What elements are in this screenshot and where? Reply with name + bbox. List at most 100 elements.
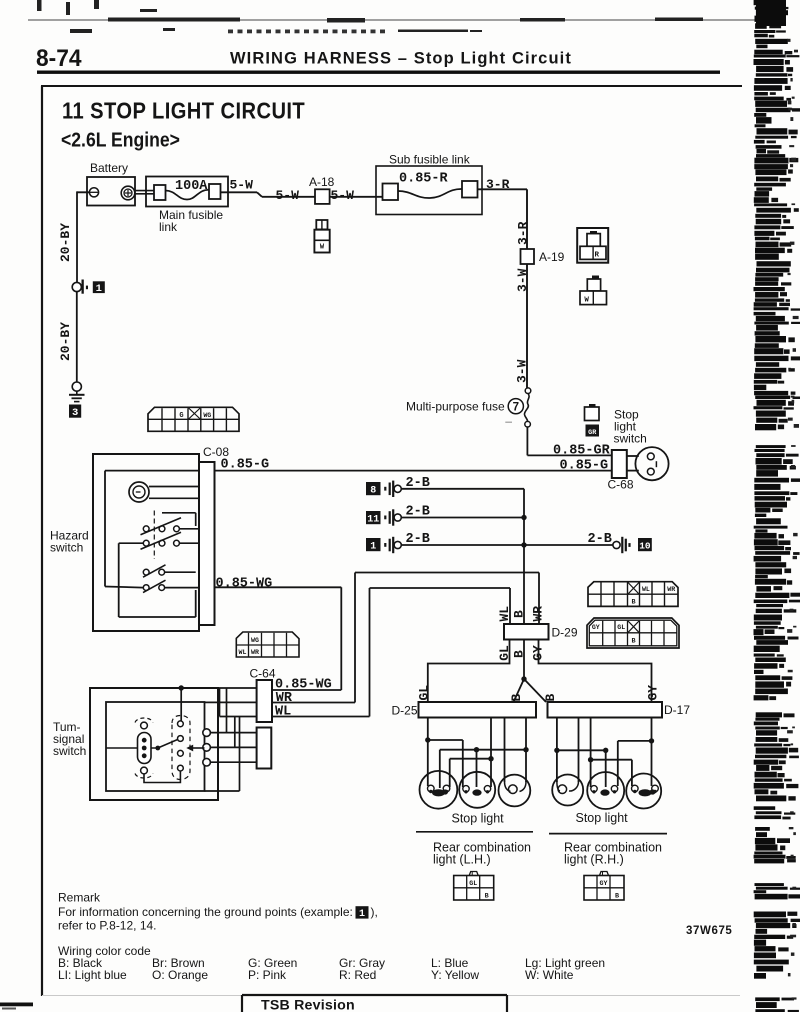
svg-text:GL: GL [617, 624, 625, 631]
svg-text:3-W: 3-W [515, 268, 530, 292]
svg-text:Multi-purpose fuse: Multi-purpose fuse [406, 399, 505, 413]
svg-text:signal: signal [53, 732, 84, 746]
svg-text:GY: GY [600, 880, 608, 887]
svg-text:C-68: C-68 [608, 478, 634, 492]
svg-text:Remark: Remark [58, 891, 101, 905]
svg-text:Wiring color code: Wiring color code [58, 944, 151, 958]
svg-text:8-74: 8-74 [36, 45, 82, 72]
svg-text:B: B [615, 892, 619, 900]
svg-text:2-B: 2-B [588, 532, 612, 547]
svg-text:GY: GY [646, 685, 661, 701]
svg-text:5-W: 5-W [331, 188, 355, 203]
svg-text:3-R: 3-R [486, 177, 510, 192]
svg-text:L: Blue: L: Blue [431, 956, 469, 970]
svg-text:switch: switch [53, 744, 86, 758]
svg-text:),: ), [371, 905, 378, 919]
svg-text:G: G [179, 412, 183, 420]
svg-text:1: 1 [96, 283, 102, 295]
svg-text:WR: WR [531, 606, 546, 622]
svg-text:B: B [543, 694, 558, 702]
svg-text:0.85-R: 0.85-R [399, 172, 449, 187]
svg-text:W: White: W: White [525, 968, 574, 982]
svg-text:2-B: 2-B [406, 476, 430, 491]
svg-text:GR: GR [588, 429, 597, 437]
svg-text:7: 7 [513, 402, 519, 414]
svg-text:Lg: Light green: Lg: Light green [525, 956, 605, 970]
svg-text:R: R [594, 252, 599, 260]
svg-text:Hazard: Hazard [50, 529, 89, 543]
svg-text:W: W [584, 297, 589, 305]
svg-text:WL: WL [642, 586, 650, 593]
svg-text:link: link [159, 220, 178, 234]
svg-text:B: Black: B: Black [58, 956, 103, 970]
svg-text:GL: GL [417, 685, 432, 701]
svg-text:Rear combination: Rear combination [564, 840, 662, 854]
svg-text:light (R.H.): light (R.H.) [564, 853, 624, 867]
svg-text:R: Red: R: Red [339, 968, 376, 982]
svg-text:B: B [512, 650, 527, 658]
svg-text:For information concerning the: For information concerning the ground po… [58, 905, 353, 919]
svg-text:B: B [512, 610, 527, 618]
svg-text:TSB Revision: TSB Revision [261, 998, 355, 1012]
svg-text:Sub fusible link: Sub fusible link [389, 153, 471, 167]
svg-text:C-64: C-64 [250, 667, 276, 681]
svg-text:switch: switch [614, 432, 647, 446]
svg-text:0.85-GR: 0.85-GR [553, 443, 611, 458]
svg-text:B: B [485, 892, 489, 900]
svg-text:Stop: Stop [614, 408, 639, 422]
svg-text:B: B [509, 694, 524, 702]
svg-text:1: 1 [359, 909, 365, 920]
svg-text:2-B: 2-B [406, 532, 430, 547]
svg-text:11: 11 [367, 515, 379, 526]
svg-text:GL: GL [469, 880, 477, 887]
svg-text:P: Pink: P: Pink [248, 968, 287, 982]
svg-text:5-W: 5-W [230, 178, 254, 193]
svg-text:10: 10 [639, 541, 651, 552]
svg-text:A-18: A-18 [309, 175, 335, 189]
svg-text:5-W: 5-W [276, 188, 300, 203]
svg-text:switch: switch [50, 541, 83, 555]
svg-text:C-08: C-08 [203, 445, 229, 459]
svg-text:100A: 100A [175, 179, 208, 194]
svg-text:WIRING HARNESS – Stop Light Ci: WIRING HARNESS – Stop Light Circuit [230, 50, 572, 68]
svg-text:3-R: 3-R [516, 221, 531, 245]
svg-text:<2.6L Engine>: <2.6L Engine> [61, 128, 180, 150]
svg-text:O: Orange: O: Orange [152, 968, 208, 982]
svg-text:D-17: D-17 [664, 703, 690, 717]
svg-text:Y: Yellow: Y: Yellow [431, 968, 479, 982]
svg-text:WL: WL [239, 649, 247, 656]
svg-text:Tum-: Tum- [53, 720, 81, 734]
svg-text:B: B [631, 638, 635, 646]
svg-text:11 STOP LIGHT CIRCUIT: 11 STOP LIGHT CIRCUIT [62, 97, 305, 124]
svg-text:WR: WR [251, 649, 259, 656]
svg-text:WG: WG [203, 412, 211, 419]
svg-text:D-25: D-25 [392, 703, 418, 717]
svg-text:W: W [320, 243, 325, 251]
svg-text:37W675: 37W675 [686, 925, 732, 937]
svg-text:Stop light: Stop light [452, 812, 505, 826]
svg-text:0.85-G: 0.85-G [221, 457, 270, 472]
svg-text:A-19: A-19 [539, 250, 565, 264]
svg-text:LI: Light blue: LI: Light blue [58, 968, 127, 982]
svg-text:3: 3 [72, 407, 78, 419]
svg-text:1: 1 [370, 542, 376, 553]
svg-text:Main fusible: Main fusible [159, 208, 223, 222]
svg-text:Br: Brown: Br: Brown [152, 956, 205, 970]
svg-text:GL: GL [497, 645, 512, 661]
svg-text:B: B [631, 598, 635, 606]
svg-text:light: light [614, 420, 637, 434]
svg-text:20-BY: 20-BY [58, 322, 73, 361]
svg-text:G: Green: G: Green [248, 956, 297, 970]
svg-text:D-29: D-29 [552, 626, 578, 640]
svg-text:8: 8 [370, 486, 376, 497]
svg-text:Battery: Battery [90, 161, 128, 175]
svg-text:WR: WR [667, 586, 675, 593]
svg-text:light (L.H.): light (L.H.) [433, 853, 491, 867]
svg-text:2-B: 2-B [406, 505, 430, 520]
svg-text:0.85-WG: 0.85-WG [216, 576, 273, 591]
svg-text:3-W: 3-W [515, 359, 530, 383]
svg-text:20-BY: 20-BY [58, 223, 73, 262]
svg-text:0.85-G: 0.85-G [560, 458, 609, 473]
svg-text:Rear combination: Rear combination [433, 840, 531, 854]
svg-text:WG: WG [251, 637, 259, 644]
